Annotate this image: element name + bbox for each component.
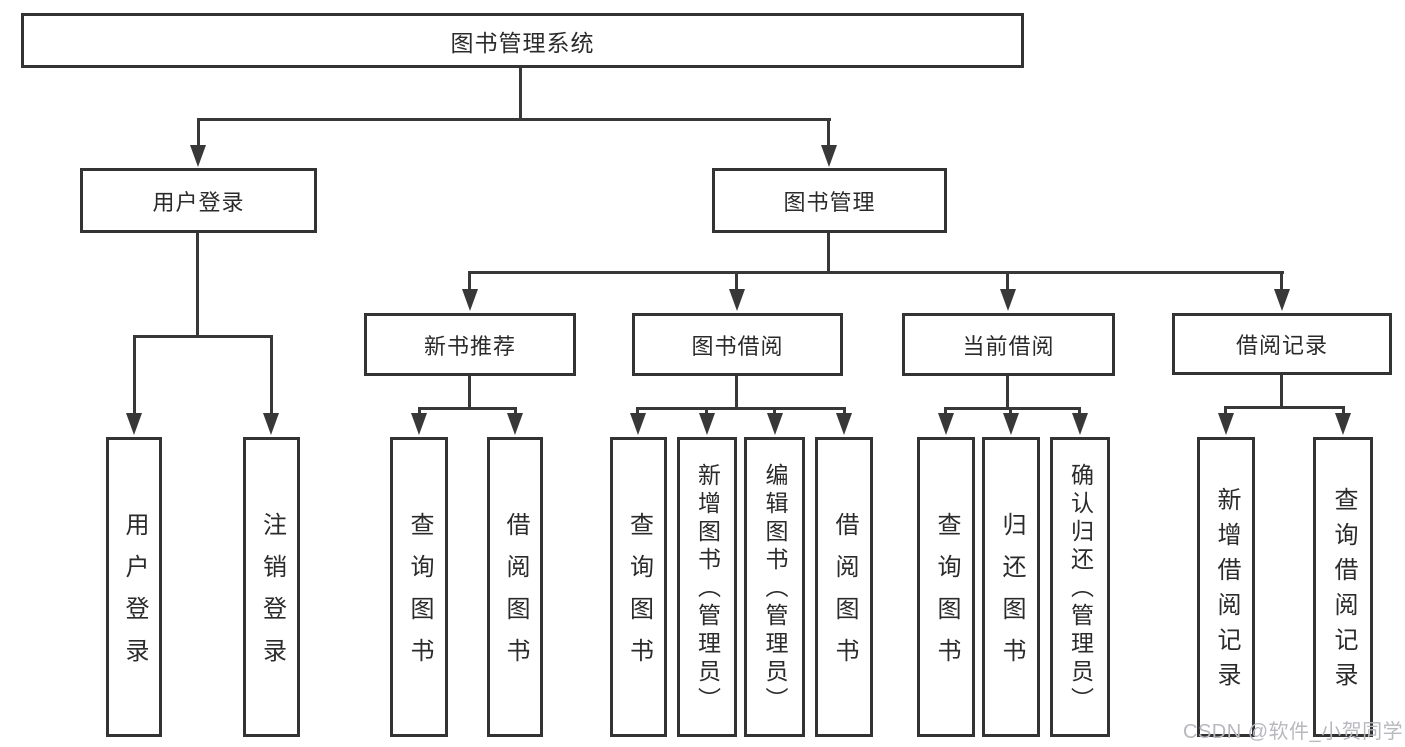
connector-line: [1342, 406, 1345, 416]
node-book-borrow-label: 图书借阅: [691, 333, 784, 359]
leaf-br-add-record: 新增借阅记录: [1197, 437, 1255, 737]
arrow-down-icon: [767, 413, 783, 435]
connector-line: [1006, 376, 1009, 409]
csdn-watermark: CSDN @软件_小贺同学: [1183, 721, 1404, 743]
connector-line: [468, 271, 1284, 274]
arrow-down-icon: [729, 289, 745, 311]
connector-line: [636, 407, 846, 410]
arrow-down-icon: [1000, 289, 1016, 311]
leaf-cb-return-books: 归还图书: [982, 437, 1040, 737]
connector-line: [468, 271, 471, 291]
arrow-down-icon: [821, 145, 837, 167]
connector-line: [827, 118, 830, 146]
leaf-rec-borrow-books-label: 借阅图书: [502, 512, 529, 680]
node-borrow-records-label: 借阅记录: [1235, 333, 1328, 358]
connector-line: [773, 407, 776, 416]
connector-line: [270, 335, 273, 415]
connector-line: [514, 407, 517, 416]
connector-line: [197, 118, 831, 121]
connector-line: [519, 68, 522, 118]
connector-line: [1280, 375, 1283, 409]
connector-line: [827, 233, 830, 274]
connector-line: [843, 407, 846, 416]
connector-line: [197, 118, 200, 146]
connector-line: [1280, 271, 1283, 291]
leaf-br-query-record: 查询借阅记录: [1313, 437, 1373, 737]
arrow-down-icon: [630, 413, 646, 435]
arrow-down-icon: [699, 413, 715, 435]
leaf-bb-add-books-admin: 新增图书（管理员）: [677, 437, 737, 737]
leaf-bb-borrow-books-label: 借阅图书: [831, 512, 858, 680]
leaf-cb-confirm-return-admin-label: 确认归还（管理员）: [1067, 463, 1094, 715]
node-root-label: 图书管理系统: [450, 29, 595, 56]
leaf-cb-return-books-label: 归还图书: [998, 512, 1025, 680]
leaf-br-query-record-label: 查询借阅记录: [1330, 487, 1357, 697]
leaf-rec-borrow-books: 借阅图书: [487, 437, 543, 737]
connector-line: [196, 233, 199, 338]
leaf-bb-query-books: 查询图书: [610, 437, 667, 737]
node-current-borrow: 当前借阅: [902, 313, 1115, 376]
node-book-borrow: 图书借阅: [632, 313, 843, 376]
node-book-mgmt-label: 图书管理: [783, 189, 876, 215]
connector-line: [418, 407, 421, 416]
arrow-down-icon: [938, 413, 954, 435]
node-borrow-records: 借阅记录: [1172, 313, 1392, 375]
arrow-down-icon: [411, 413, 427, 435]
arrow-down-icon: [836, 413, 852, 435]
leaf-cb-query-books-label: 查询图书: [933, 512, 960, 680]
leaf-bb-add-books-admin-label: 新增图书（管理员）: [694, 463, 721, 715]
leaf-logout: 注销登录: [243, 437, 300, 737]
connector-line: [636, 407, 639, 416]
leaf-cb-confirm-return-admin: 确认归还（管理员）: [1050, 437, 1110, 737]
connector-line: [133, 335, 136, 415]
leaf-user-login-label: 用户登录: [121, 512, 148, 680]
node-user-login: 用户登录: [80, 168, 317, 233]
connector-line: [1224, 406, 1227, 416]
connector-line: [1078, 407, 1081, 416]
arrow-down-icon: [190, 145, 206, 167]
arrow-down-icon: [1072, 413, 1088, 435]
connector-line: [735, 271, 738, 291]
connector-line: [133, 335, 273, 338]
connector-line: [735, 376, 738, 409]
connector-line: [1009, 407, 1012, 416]
connector-line: [705, 407, 708, 416]
connector-line: [944, 407, 1081, 410]
leaf-bb-edit-books-admin-label: 编辑图书（管理员）: [762, 463, 788, 715]
connector-line: [1006, 271, 1009, 291]
leaf-cb-query-books: 查询图书: [917, 437, 975, 737]
node-new-book-recommend-label: 新书推荐: [423, 333, 516, 359]
node-book-mgmt: 图书管理: [712, 168, 947, 233]
connector-line: [944, 407, 947, 416]
arrow-down-icon: [507, 413, 523, 435]
arrow-down-icon: [1335, 413, 1351, 435]
leaf-bb-borrow-books: 借阅图书: [815, 437, 873, 737]
leaf-bb-query-books-label: 查询图书: [625, 512, 653, 680]
connector-line: [1224, 406, 1345, 409]
node-current-borrow-label: 当前借阅: [962, 333, 1055, 359]
node-new-book-recommend: 新书推荐: [364, 313, 576, 376]
leaf-br-add-record-label: 新增借阅记录: [1213, 487, 1240, 697]
arrow-down-icon: [462, 289, 478, 311]
arrow-down-icon: [1218, 413, 1234, 435]
leaf-logout-label: 注销登录: [258, 512, 286, 680]
arrow-down-icon: [1003, 413, 1019, 435]
leaf-user-login: 用户登录: [106, 437, 162, 737]
leaf-rec-query-books: 查询图书: [390, 437, 448, 737]
node-root: 图书管理系统: [21, 13, 1024, 68]
leaf-rec-query-books-label: 查询图书: [406, 512, 433, 680]
node-user-login-label: 用户登录: [152, 189, 245, 215]
arrow-down-icon: [1274, 289, 1290, 311]
connector-line: [418, 407, 517, 410]
leaf-bb-edit-books-admin: 编辑图书（管理员）: [744, 437, 805, 737]
arrow-down-icon: [126, 413, 142, 435]
arrow-down-icon: [263, 413, 279, 435]
connector-line: [468, 376, 471, 409]
